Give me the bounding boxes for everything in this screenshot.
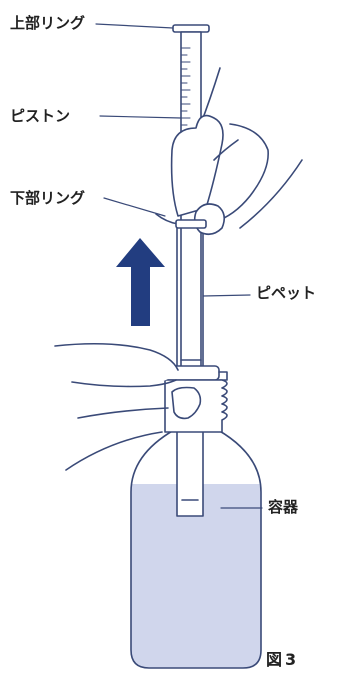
- label-pipette: ピペット: [256, 284, 317, 302]
- top-ring: [172, 24, 210, 33]
- label-piston: ピストン: [10, 107, 71, 125]
- liquid: [131, 484, 261, 668]
- label-container: 容器: [268, 498, 299, 516]
- bottle-outline: [130, 387, 262, 669]
- leader-lines: [95, 23, 263, 509]
- container-bottle: [130, 387, 262, 669]
- upper-hand: [155, 67, 303, 236]
- bottom-ring: [175, 219, 207, 229]
- figure-prefix: 図: [266, 650, 283, 669]
- label-bottom-ring: 下部リング: [10, 189, 86, 207]
- up-arrow-icon: [116, 238, 165, 326]
- figure-index: 3: [285, 650, 297, 669]
- lower-hand: [54, 342, 202, 471]
- label-top-ring: 上部リング: [10, 14, 86, 32]
